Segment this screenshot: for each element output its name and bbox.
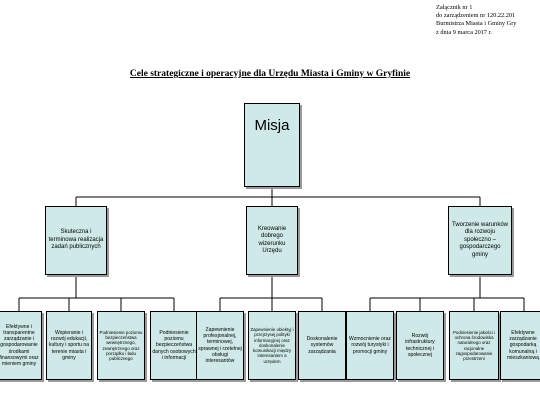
operational-goal-2-3-label: Doskonalenie systemów zarządzania	[306, 336, 338, 355]
operational-goal-2-1-label: Zapewnienie profesjonalnej, terminowej, …	[198, 326, 242, 364]
operational-goal-2-3: Doskonalenie systemów zarządzania	[298, 311, 346, 380]
operational-goal-3-4: Efektywne zarządzanie gospodarką komunal…	[500, 311, 540, 380]
strategic-goal-1-label: Skuteczna i terminowa realizacja zadań p…	[48, 229, 104, 251]
attachment-note: Załącznik nr 1 do zarządzeniem nr 120.22…	[436, 4, 540, 37]
operational-goal-1-3-label: Podniesienie poziomu bezpieczeństwa wewn…	[99, 329, 143, 362]
mission-label: Misja	[254, 116, 290, 134]
operational-goal-1-3: Podniesienie poziomu bezpieczeństwa wewn…	[97, 311, 145, 380]
strategic-goal-1: Skuteczna i terminowa realizacja zadań p…	[45, 206, 107, 275]
attachment-line-4: z dnia 9 marca 2017 r.	[436, 28, 492, 36]
operational-goal-3-1: Wzmocnienie oraz rozwój turystyki i prom…	[346, 311, 394, 380]
mission-box: Misja	[244, 103, 300, 187]
operational-goal-1-1-label: Efektywne i transparentne zarządzanie i …	[0, 323, 39, 367]
page-title: Cele strategiczne i operacyjne dla Urzęd…	[129, 69, 411, 79]
strategic-goal-2: Kreowanie dobrego wizerunku Urzędu	[246, 206, 298, 275]
operational-goal-3-2: Rozwój infrastruktury technicznej i społ…	[396, 311, 444, 380]
operational-goal-1-1: Efektywne i transparentne zarządzanie i …	[0, 311, 42, 380]
attachment-line-3: Burmistrza Miasta i Gminy Gry	[436, 20, 517, 28]
operational-goal-3-1-label: Wzmocnienie oraz rozwój turystyki i prom…	[349, 336, 391, 355]
attachment-line-1: Załącznik nr 1	[436, 4, 473, 11]
strategic-goal-3-label: Tworzenie warunków dla rozwoju społeczno…	[451, 221, 509, 258]
operational-goal-2-2-label: Zapewnienie obiektyj i przejrzysej polit…	[250, 326, 294, 364]
operational-goal-1-2-label: Wspieranie i rozwój edukacji, kultury i …	[48, 329, 90, 361]
strategic-goal-3: Tworzenie warunków dla rozwoju społeczno…	[448, 206, 512, 275]
operational-goal-1-4: Podniesienie poziomu bezpieczeństwa dany…	[150, 311, 198, 380]
operational-goal-3-4-label: Efektywne zarządzanie gospodarką komunal…	[507, 329, 539, 361]
operational-goal-3-3-label: Podniesienie jakości i ochrona środowisk…	[453, 329, 495, 362]
operational-goal-2-1: Zapewnienie profesjonalnej, terminowej, …	[196, 311, 244, 380]
operational-goal-1-4-label: Podniesienie poziomu bezpieczeństwa dany…	[152, 329, 196, 361]
operational-goal-2-2: Zapewnienie obiektyj i przejrzysej polit…	[248, 311, 296, 380]
strategic-goal-2-label: Kreowanie dobrego wizerunku Urzędu	[257, 225, 287, 254]
operational-goal-3-2-label: Rozwój infrastruktury technicznej i społ…	[405, 333, 435, 358]
attachment-line-2: do zarządzeniem nr 120.22.201	[436, 12, 516, 20]
operational-goal-1-2: Wspieranie i rozwój edukacji, kultury i …	[46, 311, 92, 380]
operational-goal-3-3: Podniesienie jakości i ochrona środowisk…	[449, 311, 499, 380]
